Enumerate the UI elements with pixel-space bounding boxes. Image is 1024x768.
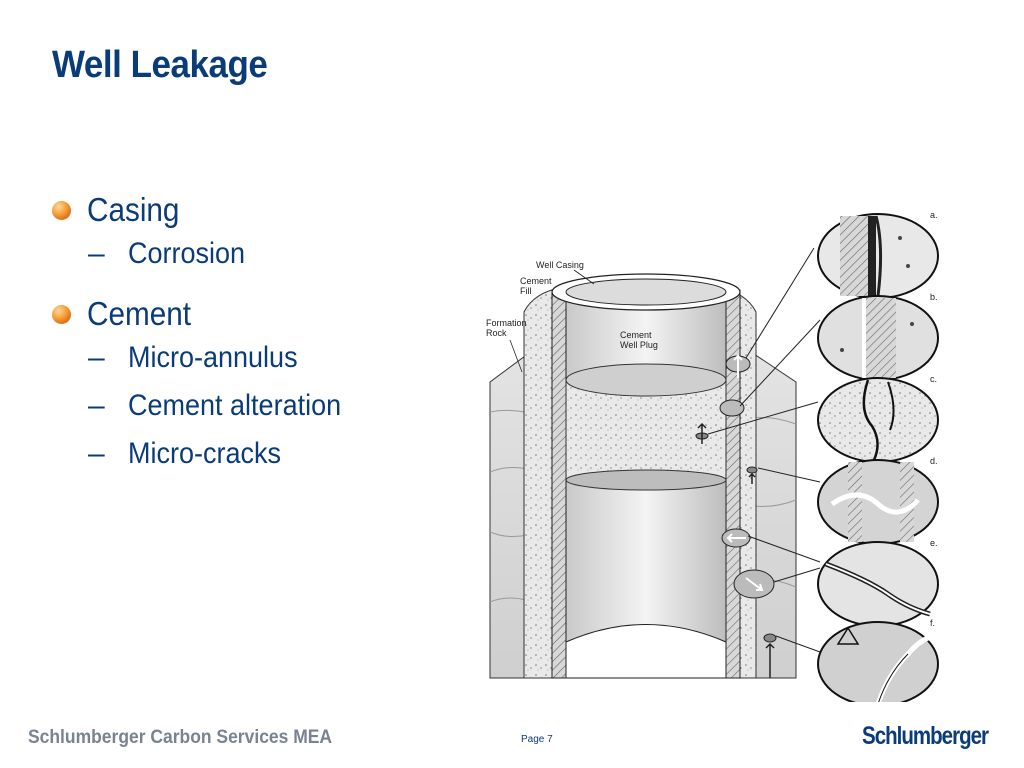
inset-e: e. <box>817 538 939 627</box>
bullet-ball-icon <box>52 200 71 220</box>
bullet-casing: Casing <box>52 190 472 230</box>
schlumberger-logo: Schlumberger <box>862 722 989 750</box>
inset-f: f. <box>817 618 939 707</box>
footer-company: Schlumberger Carbon Services MEA <box>28 727 333 748</box>
label-cement-plug-1: Cement <box>620 330 652 340</box>
page-number: Page 7 <box>521 734 553 745</box>
sub-bullet-label: Micro-annulus <box>128 341 298 374</box>
label-formation-rock-1: Formation <box>486 318 527 328</box>
inset-d: d. <box>817 456 939 545</box>
sub-bullet-micro-cracks: – Micro-cracks <box>52 430 472 478</box>
cement-plug <box>565 363 727 679</box>
inset-c: c. <box>817 374 939 463</box>
inset-a: a. <box>817 210 939 299</box>
dash-marker: – <box>88 341 105 374</box>
inset-label: a. <box>930 212 938 220</box>
bullet-cement: Cement <box>52 294 472 334</box>
label-cement-fill-1: Cement <box>520 276 552 286</box>
sub-bullet-micro-annulus: – Micro-annulus <box>52 334 472 382</box>
sub-bullet-corrosion: – Corrosion <box>52 230 472 278</box>
slide-title: Well Leakage <box>52 44 268 86</box>
inset-label: b. <box>930 292 938 302</box>
sub-bullet-label: Cement alteration <box>128 389 342 422</box>
inset-b: b. <box>817 292 939 381</box>
bullet-label: Casing <box>87 191 180 228</box>
connector-lines <box>707 247 821 653</box>
bullet-ball-icon <box>52 304 71 324</box>
label-cement-plug-2: Well Plug <box>620 340 658 350</box>
bullet-list: Casing – Corrosion Cement – Micro-annulu… <box>52 190 472 478</box>
sub-bullet-label: Corrosion <box>128 237 246 270</box>
label-cement-fill-2: Fill <box>520 286 532 296</box>
dash-marker: – <box>88 389 105 422</box>
leak-markers <box>695 354 777 678</box>
inset-label: d. <box>930 456 938 466</box>
dash-marker: – <box>88 437 105 470</box>
label-formation-rock-2: Rock <box>486 328 507 338</box>
dash-marker: – <box>88 237 105 270</box>
label-well-casing: Well Casing <box>536 260 584 270</box>
well-leakage-diagram: a. b. c. d. e. <box>484 210 954 707</box>
inset-label: e. <box>930 538 938 548</box>
inset-label: f. <box>930 618 935 628</box>
sub-bullet-label: Micro-cracks <box>128 437 281 470</box>
inset-label: c. <box>930 374 937 384</box>
sub-bullet-cement-alteration: – Cement alteration <box>52 382 472 430</box>
bullet-label: Cement <box>87 295 192 332</box>
